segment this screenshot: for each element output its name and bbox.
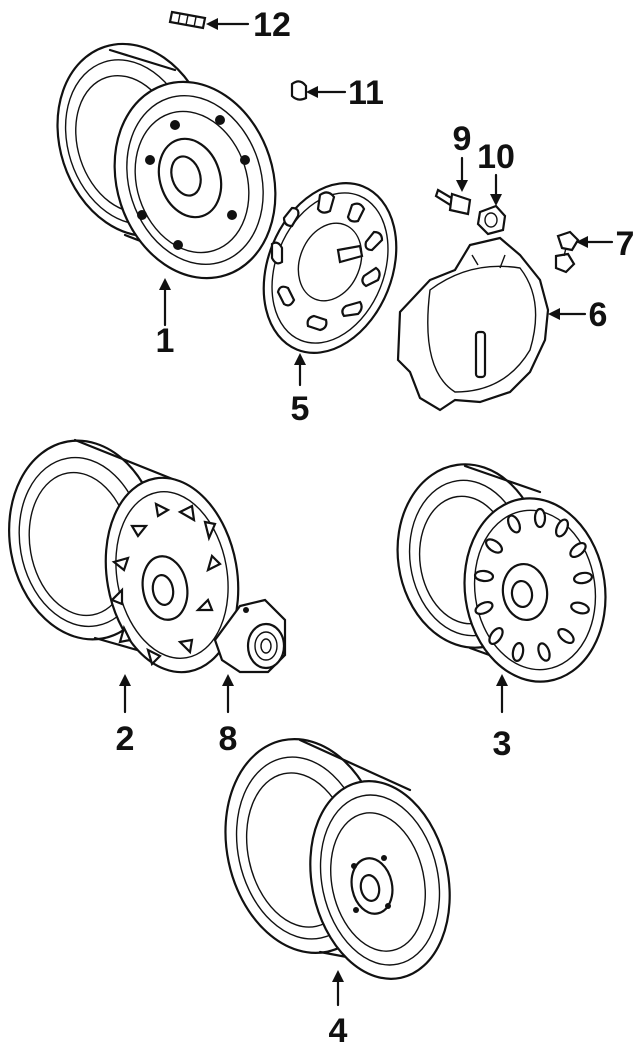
callout-2: 2	[116, 720, 135, 758]
part-7-clip[interactable]	[554, 230, 580, 274]
part-4-wheel[interactable]	[206, 724, 467, 992]
leader-10	[490, 173, 502, 206]
callout-12: 12	[253, 6, 291, 44]
callout-9: 9	[453, 120, 472, 158]
leader-7	[576, 236, 614, 248]
part-8-hub-cap[interactable]	[213, 598, 287, 674]
part-9-lug-bolt[interactable]	[434, 188, 472, 216]
leader-3	[496, 674, 508, 714]
part-3-wheel[interactable]	[386, 455, 617, 691]
leader-12	[206, 18, 250, 30]
leader-2	[119, 674, 131, 714]
part-10-lug-nut[interactable]	[476, 204, 507, 236]
callout-4: 4	[329, 1012, 348, 1050]
callout-5: 5	[291, 390, 310, 428]
part-11-balance-weight[interactable]	[290, 80, 308, 101]
leader-9	[456, 156, 468, 192]
part-5-wheel-cover[interactable]	[240, 163, 421, 373]
callout-1: 1	[156, 322, 175, 360]
callout-7: 7	[616, 225, 635, 263]
callout-11: 11	[348, 74, 384, 112]
part-12-valve-stem[interactable]	[168, 10, 207, 30]
callout-10: 10	[477, 138, 515, 176]
leader-8	[222, 674, 234, 714]
callout-8: 8	[219, 720, 238, 758]
leader-11	[306, 86, 347, 98]
leader-4	[332, 970, 344, 1007]
part-1-wheel[interactable]	[33, 24, 300, 300]
callout-3: 3	[493, 725, 512, 763]
callout-6: 6	[589, 296, 608, 334]
leader-1	[159, 278, 171, 327]
part-6-center-cap[interactable]	[396, 236, 550, 412]
leader-5	[294, 353, 306, 387]
part-2-wheel[interactable]	[0, 428, 253, 682]
leader-6	[548, 308, 587, 320]
